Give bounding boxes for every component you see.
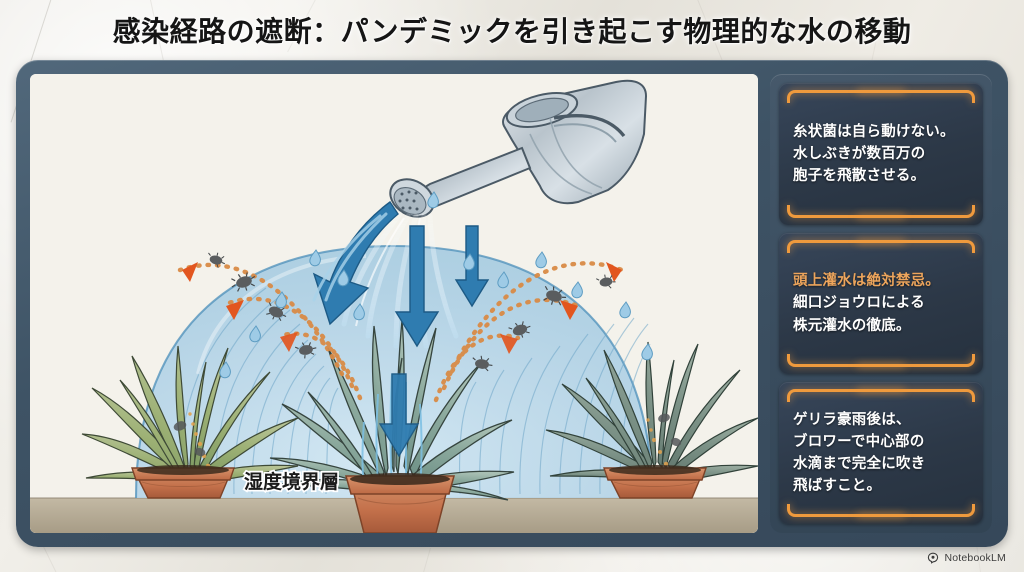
bracket-top-left-icon — [787, 389, 905, 402]
notebooklm-icon — [928, 552, 939, 564]
bracket-top-right-icon — [857, 389, 975, 402]
note-line: 飛ばすこと。 — [793, 478, 882, 495]
note-line: ブロワーで中心部の — [793, 434, 925, 451]
boundary-layer-text: 湿度境界層 — [244, 470, 339, 493]
note-line: 胞子を飛散させる。 — [793, 167, 926, 184]
note-line: ゲリラ豪雨後は、 — [793, 412, 911, 429]
spore-icon — [208, 252, 616, 372]
arrowhead-icon — [182, 262, 622, 354]
bracket-top-left-icon — [787, 240, 905, 253]
water-droplet-icon — [219, 191, 653, 379]
down-arrow-icon — [312, 201, 490, 458]
marble-vein — [418, 548, 431, 572]
content-frame: 湿度境界層 糸状菌は自ら動けない。 水しぶきが数百万の 胞子を飛散させる。 頭上… — [16, 60, 1008, 547]
watermark-label: NotebookLM — [944, 552, 1006, 564]
terracotta-pot — [131, 465, 235, 499]
watermark: NotebookLM — [927, 552, 1006, 564]
bracket-top-right-icon — [857, 240, 975, 253]
note-line: 水滴まで完全に吹き — [793, 456, 926, 473]
note-spore-dispersal[interactable]: 糸状菌は自ら動けない。 水しぶきが数百万の 胞子を飛散させる。 — [779, 83, 983, 225]
bracket-bottom-left-icon — [787, 354, 905, 367]
boundary-layer-label: 湿度境界層 — [242, 468, 340, 494]
bracket-bottom-right-icon — [857, 504, 975, 517]
spore-icon — [173, 421, 206, 457]
healthy-plant-right — [545, 341, 758, 499]
watering-can-icon — [389, 79, 648, 218]
note-line: 細口ジョウロによる — [793, 295, 925, 312]
bracket-bottom-left-icon — [787, 205, 905, 218]
bracket-top-right-icon — [857, 90, 975, 103]
note-line: 水しぶきが数百万の — [793, 145, 926, 162]
page-title: 感染経路の遮断：パンデミックを引き起こす物理的な水の移動 — [112, 16, 912, 47]
infected-plant-left — [81, 345, 299, 499]
note-line-accent: 頭上灌水は絶対禁忌。 — [793, 273, 940, 290]
note-blower-after-rain[interactable]: ゲリラ豪雨後は、 ブロワーで中心部の 水滴まで完全に吹き 飛ばすこと。 — [779, 382, 983, 525]
spore-icon — [658, 413, 682, 447]
bracket-bottom-left-icon — [787, 504, 905, 517]
terracotta-pot — [603, 465, 707, 499]
sprinkler-rose-icon — [398, 190, 419, 211]
note-line: 糸状菌は自ら動けない。 — [793, 123, 955, 140]
note-line: 株元灌水の徹底。 — [793, 317, 911, 334]
bracket-bottom-right-icon — [857, 354, 975, 367]
terracotta-pot — [345, 473, 455, 533]
note-no-overhead-watering[interactable]: 頭上灌水は絶対禁忌。 細口ジョウロによる 株元灌水の徹底。 — [779, 232, 983, 375]
bracket-bottom-right-icon — [857, 205, 975, 218]
notes-sidebar: 糸状菌は自ら動けない。 水しぶきが数百万の 胞子を飛散させる。 頭上灌水は絶対禁… — [770, 74, 992, 533]
bracket-top-left-icon — [787, 90, 905, 103]
illustration-panel: 湿度境界層 — [30, 74, 758, 533]
